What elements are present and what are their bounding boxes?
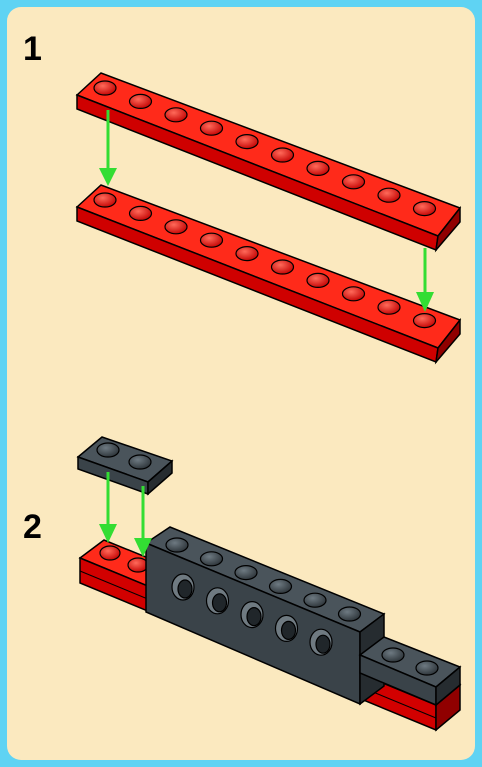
- plate-stud: [128, 93, 153, 110]
- plate-stud: [412, 201, 437, 217]
- plate-stud: [270, 259, 295, 275]
- plate-stud: [199, 232, 224, 248]
- technic-hole-inner: [280, 620, 297, 641]
- plate-stud: [270, 147, 295, 163]
- plate-stud: [128, 205, 153, 221]
- plate-stud: [93, 80, 117, 96]
- dark-plate-floating: [76, 436, 174, 496]
- technic-hole-inner: [211, 593, 228, 613]
- down-arrow-icon: [134, 486, 152, 557]
- plate-stud: [164, 107, 188, 123]
- plate-stud: [235, 246, 259, 262]
- plate-stud: [306, 272, 330, 288]
- brick-stud: [268, 578, 293, 595]
- plate-stud: [377, 299, 401, 315]
- dark-plate-end: [358, 636, 462, 707]
- brick-stud: [337, 606, 362, 622]
- plate-stud: [306, 160, 330, 176]
- technic-hole-inner: [246, 606, 262, 627]
- step-number-1: 1: [23, 30, 42, 68]
- plate-stud: [235, 134, 259, 150]
- technic-hole-inner: [315, 634, 331, 654]
- brick-stud: [165, 537, 189, 553]
- step-number-2: 2: [23, 508, 42, 546]
- plate-stud: [164, 219, 188, 235]
- plate-stud: [199, 120, 224, 136]
- brick-stud: [234, 564, 258, 581]
- red-plate-top: [75, 72, 462, 253]
- technic-hole-inner: [177, 579, 193, 599]
- plate-stud: [93, 192, 117, 208]
- plate-stud: [412, 313, 437, 329]
- down-arrow-icon: [99, 472, 117, 543]
- brick-stud: [303, 592, 327, 608]
- down-arrow-icon: [416, 248, 434, 312]
- brick-stud: [199, 551, 224, 567]
- down-arrow-icon: [99, 110, 117, 186]
- red-plate-bottom: [75, 184, 462, 365]
- plate-stud: [341, 174, 366, 190]
- dark-technic-brick: [144, 526, 386, 706]
- plate-stud: [341, 286, 366, 302]
- plate-stud: [377, 187, 401, 203]
